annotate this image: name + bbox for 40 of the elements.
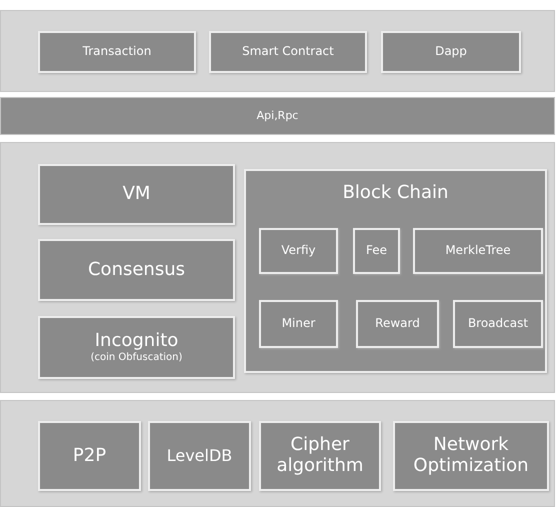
module-box: [453, 300, 543, 348]
module-box: [259, 228, 338, 274]
module-label: Verfiy: [281, 244, 316, 258]
module-label: P2P: [72, 446, 106, 466]
module-label: Network Optimization: [412, 435, 530, 477]
layer-band: [0, 400, 555, 507]
module-box: [381, 31, 521, 73]
module-box: [38, 164, 235, 225]
module-box: [393, 421, 549, 491]
module-label: Cipher algorithm: [276, 435, 364, 477]
module-label: Incognito: [94, 331, 178, 352]
interface-label: Api,Rpc: [256, 110, 298, 122]
module-box: [38, 239, 235, 301]
module-label: Dapp: [435, 45, 467, 59]
module-box: [413, 228, 543, 274]
module-label: Fee: [366, 244, 387, 258]
module-note: (coin Obfuscation): [90, 352, 182, 364]
module-label: Broadcast: [468, 317, 528, 331]
module-label: Transaction: [82, 45, 152, 59]
group-box: [244, 169, 547, 373]
module-label: MerkleTree: [445, 244, 511, 258]
module-box: [38, 421, 141, 491]
module-label: Smart Contract: [242, 45, 334, 59]
module-box: [148, 421, 251, 491]
group-heading: Block Chain: [342, 183, 448, 204]
module-label: Consensus: [88, 260, 185, 280]
module-box: [38, 316, 235, 379]
module-box: [356, 300, 439, 348]
module-label: Reward: [375, 317, 420, 331]
layer-band: [0, 10, 555, 92]
layer-band: [0, 142, 555, 393]
module-box: [353, 228, 400, 274]
module-box: [38, 31, 196, 73]
module-label: VM: [122, 184, 150, 205]
module-label: LevelDB: [166, 446, 232, 466]
module-box: [259, 421, 381, 491]
module-label: Miner: [282, 317, 316, 331]
module-box: [209, 31, 367, 73]
module-box: [259, 300, 338, 348]
interface-band: [0, 97, 555, 135]
